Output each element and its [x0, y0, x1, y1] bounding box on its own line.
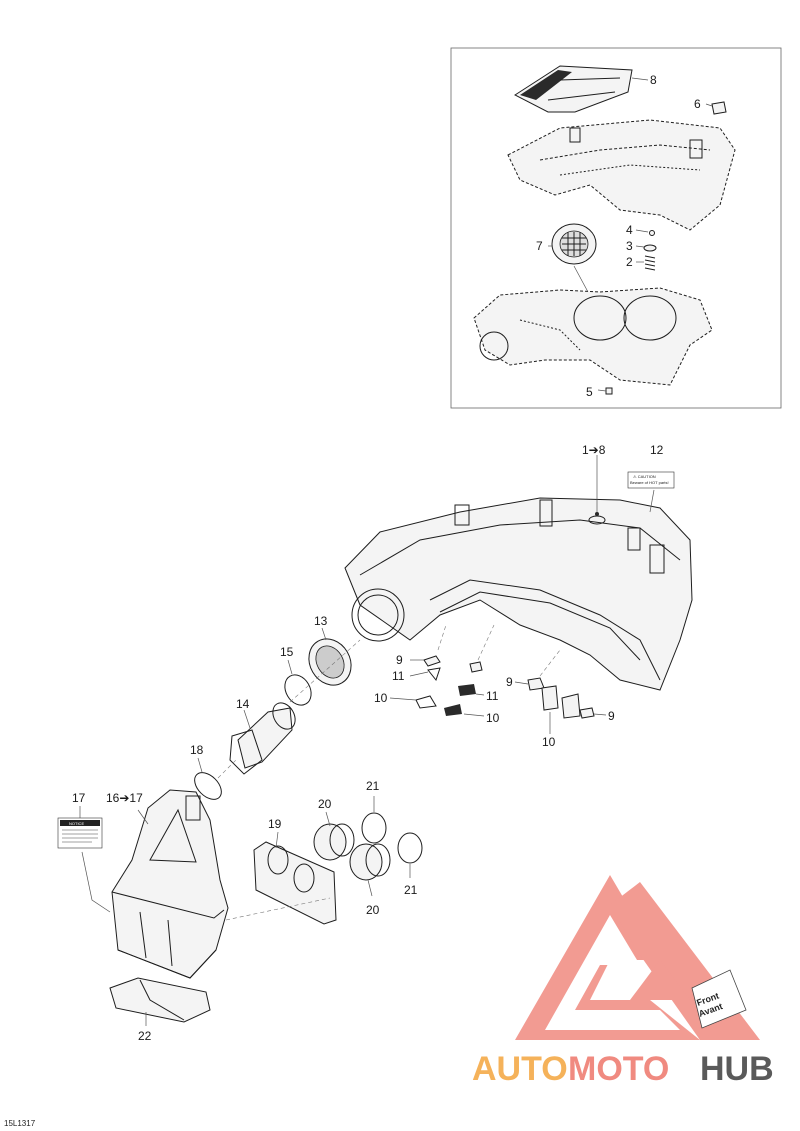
part-14-intake-tube	[229, 639, 361, 775]
callout-19: 19	[268, 817, 282, 831]
part-19-plate	[225, 831, 337, 925]
watermark-part1: AUTO	[472, 1050, 568, 1088]
callout-8: 8	[650, 73, 657, 87]
callout-20b: 20	[366, 903, 380, 917]
part-15-ring	[284, 659, 312, 706]
detail-inset	[450, 47, 782, 409]
parts-20-boots	[313, 811, 391, 897]
part-13-seal	[308, 627, 352, 686]
callout-14: 14	[236, 697, 250, 711]
notice-label-title: NOTICE	[69, 821, 84, 826]
clips-9-10-11	[389, 624, 607, 734]
part-12-caution-label: ⚠ CAUTION Beware of HOT parts!	[627, 471, 675, 489]
callouts: 8 6 4 3 2 7 5 1➔8 12 13 15 9 11 10 9 11 …	[72, 73, 701, 1043]
callout-20a: 20	[318, 797, 332, 811]
callout-5: 5	[586, 385, 593, 399]
watermark-wordmark: AUTO MOTO HUB	[472, 1050, 774, 1088]
callout-12: 12	[650, 443, 664, 457]
upper-housing	[507, 119, 736, 231]
caution-label-line2: Beware of HOT parts!	[630, 480, 669, 485]
watermark-part3: HUB	[700, 1050, 774, 1088]
callout-18: 18	[190, 743, 204, 757]
callout-7: 7	[536, 239, 543, 253]
callout-4: 4	[626, 223, 633, 237]
callout-6: 6	[694, 97, 701, 111]
callout-11b: 11	[486, 689, 499, 703]
parts-21-clamps	[361, 796, 423, 878]
part-8-cover	[514, 65, 649, 113]
callout-16-17: 16➔17	[106, 791, 143, 805]
callout-9c: 9	[608, 709, 615, 723]
callout-10b: 10	[486, 711, 500, 725]
callout-2: 2	[626, 255, 633, 269]
callout-11a: 11	[392, 669, 405, 683]
callout-9a: 9	[396, 653, 403, 667]
callout-21b: 21	[404, 883, 418, 897]
callout-3: 3	[626, 239, 633, 253]
part-6-cap	[705, 101, 727, 115]
part-17-notice-label: NOTICE	[57, 806, 111, 913]
lower-housing	[473, 287, 713, 395]
part-7-filter	[548, 223, 597, 293]
callout-9b: 9	[506, 675, 513, 689]
callout-13: 13	[314, 614, 328, 628]
caution-label-line1: ⚠ CAUTION	[633, 474, 656, 479]
callout-15: 15	[280, 645, 294, 659]
callout-10a: 10	[374, 691, 388, 705]
callout-17: 17	[72, 791, 86, 805]
part-22-pad	[109, 977, 211, 1026]
callout-22: 22	[138, 1029, 152, 1043]
front-direction-tag: Front Avant	[691, 969, 747, 1029]
main-airbox	[344, 455, 693, 691]
callout-10c: 10	[542, 735, 556, 749]
drawing-reference-id: 15L1317	[4, 1119, 36, 1128]
watermark-part2: MOTO	[568, 1050, 669, 1088]
callout-1-8: 1➔8	[582, 443, 606, 457]
parts-2-4-fasteners	[635, 229, 657, 271]
part-18-oring	[194, 757, 237, 800]
callout-21a: 21	[366, 779, 380, 793]
part-16-lower-box	[111, 789, 229, 979]
